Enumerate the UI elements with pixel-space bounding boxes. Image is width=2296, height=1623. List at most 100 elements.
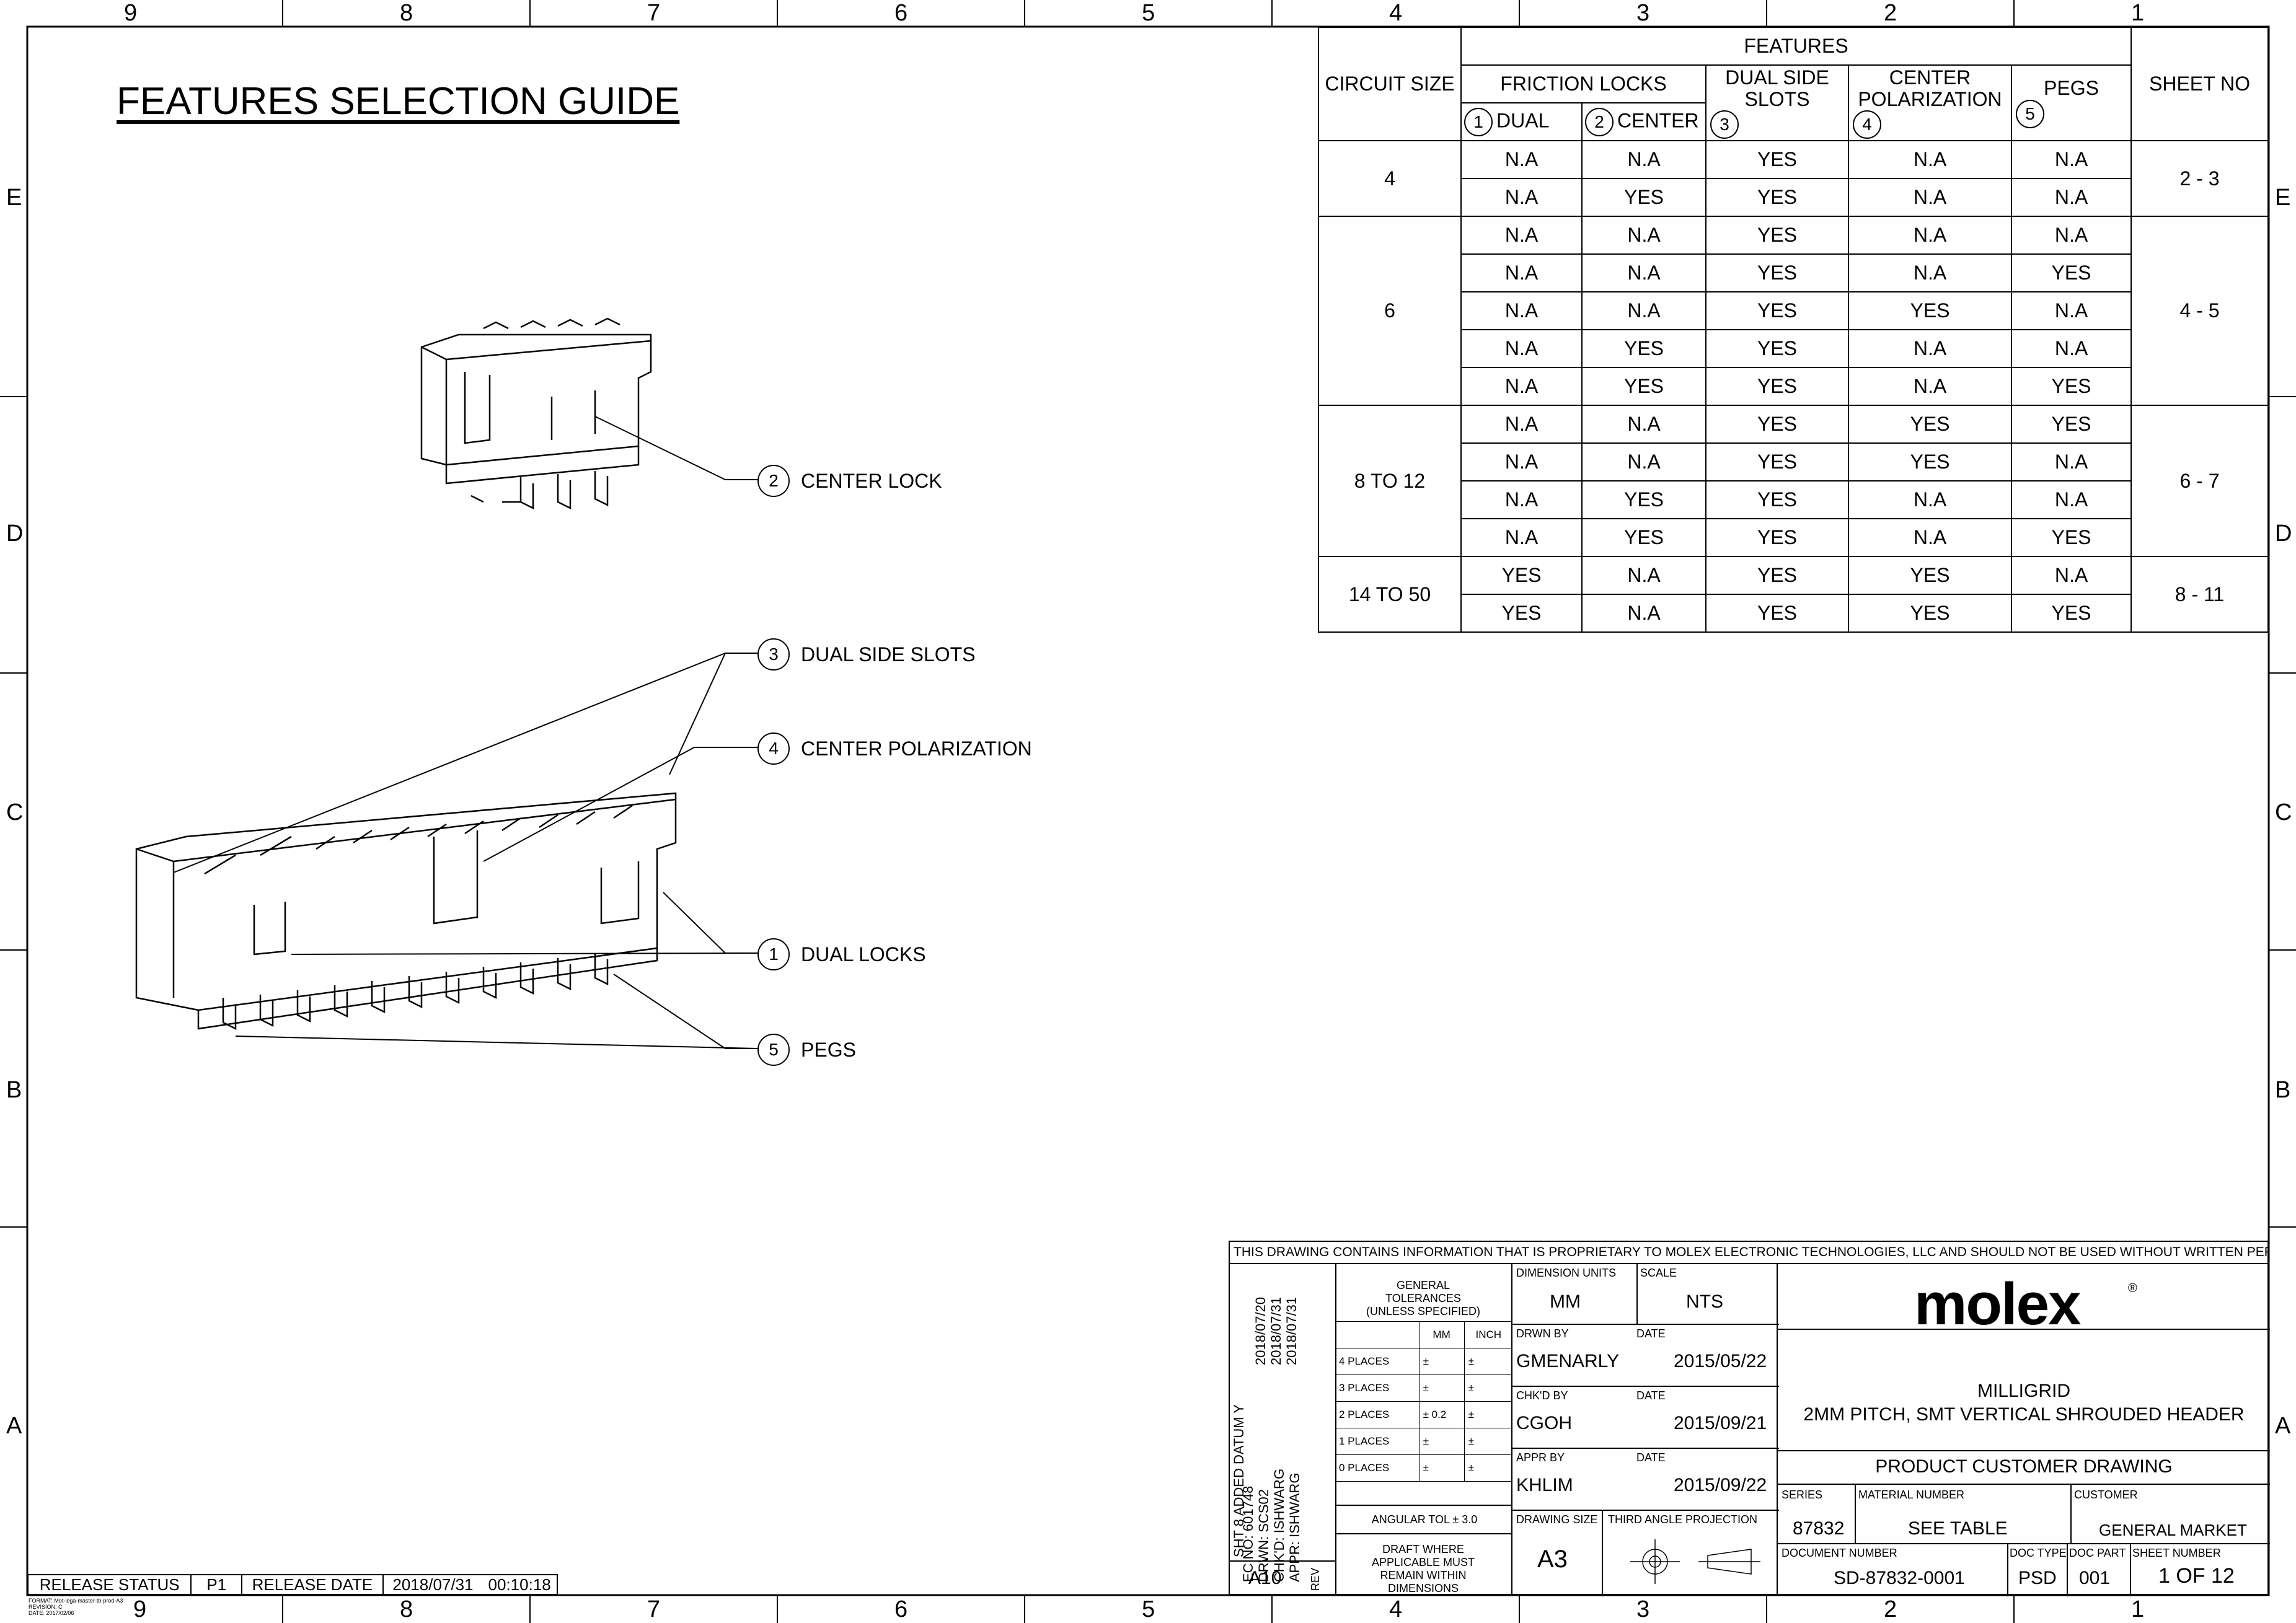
- feature-cell: YES: [1705, 405, 1849, 444]
- feature-cell: YES: [1705, 518, 1849, 557]
- sheet-no-cell: 8 - 11: [2130, 556, 2269, 633]
- header-sheet-no: SHEET NO: [2130, 27, 2269, 141]
- header-circuit-size: CIRCUIT SIZE: [1318, 27, 1462, 141]
- callout-label: DUAL LOCKS: [801, 943, 926, 965]
- feature-cell: YES: [1581, 178, 1707, 217]
- callout-dual-side-slots: 3 DUAL SIDE SLOTS: [757, 638, 976, 671]
- header-label: CENTER: [1617, 108, 1699, 131]
- revision-letter: A10: [1248, 1568, 1282, 1588]
- format-line-3: DATE: 2017/02/06: [29, 1610, 74, 1616]
- dim-units-label: DIMENSION UNITS: [1516, 1267, 1617, 1279]
- features-table: CIRCUIT SIZE FEATURES SHEET NO FRICTION …: [1318, 27, 2269, 633]
- feature-cell: YES: [2011, 594, 2132, 633]
- general-tolerances: GENERAL TOLERANCES (UNLESS SPECIFIED): [1366, 1279, 1481, 1317]
- feature-cell: N.A: [1848, 367, 2012, 406]
- release-status-box: RELEASE STATUS P1 RELEASE DATE 2018/07/3…: [27, 1574, 558, 1595]
- header-label: DUAL: [1496, 108, 1550, 131]
- zone-col-4: 4: [1389, 0, 1403, 26]
- sheet-no-cell: 4 - 5: [2130, 216, 2269, 406]
- tolerance-row: 0 PLACES±±: [1335, 1454, 1512, 1482]
- proprietary-notice: THIS DRAWING CONTAINS INFORMATION THAT I…: [1229, 1241, 2269, 1264]
- feature-cell: YES: [1705, 140, 1849, 179]
- doctype-label: DOC TYPE: [2010, 1547, 2067, 1559]
- release-status-value: P1: [192, 1575, 243, 1594]
- feature-cell: YES: [1705, 480, 1849, 519]
- series-value: 87832: [1793, 1518, 1845, 1539]
- series-label: SERIES: [1782, 1489, 1823, 1501]
- circuit-size-cell: 14 TO 50: [1318, 556, 1462, 633]
- release-time-value: 00:10:18: [488, 1575, 551, 1594]
- zone-col-9: 9: [124, 0, 138, 26]
- feature-cell: YES: [1705, 594, 1849, 633]
- feature-cell: YES: [2011, 405, 2132, 444]
- chkd-date-label: DATE: [1636, 1389, 1666, 1402]
- feature-cell: YES: [1848, 442, 2012, 482]
- feature-cell: N.A: [2011, 178, 2132, 217]
- drwn-date-label: DATE: [1636, 1327, 1666, 1340]
- feature-cell: N.A: [2011, 291, 2132, 330]
- callout-dual-locks: 1 DUAL LOCKS: [757, 938, 926, 970]
- feature-cell: YES: [1581, 480, 1707, 519]
- tolerance-mm: ±: [1418, 1374, 1465, 1402]
- revision-text-group: SHT 8 ADDED DATUM Y EC NO: 601748 DRWN: …: [1230, 1264, 1335, 1582]
- docpart-label: DOC PART: [2069, 1547, 2126, 1559]
- zone-row-D: D: [6, 521, 24, 547]
- feature-cell: N.A: [1848, 178, 2012, 217]
- feature-cell: N.A: [1848, 518, 2012, 557]
- tolerance-label: 0 PLACES: [1335, 1454, 1420, 1482]
- registered-mark: ®: [2128, 1282, 2137, 1295]
- feature-cell: N.A: [1460, 480, 1583, 519]
- zone-col-8: 8: [400, 0, 413, 26]
- feature-cell: YES: [1848, 405, 2012, 444]
- feature-cell: N.A: [2011, 329, 2132, 368]
- revision-date-2: 2018/07/31: [1268, 1296, 1284, 1365]
- tolerance-inch: ±: [1464, 1401, 1512, 1428]
- callout-center-polarization: 4 CENTER POLARIZATION: [757, 732, 1032, 765]
- doctype-value: PSD: [2018, 1568, 2057, 1588]
- feature-cell: N.A: [2011, 442, 2132, 482]
- circuit-size-cell: 8 TO 12: [1318, 405, 1462, 557]
- header-center-polarization: CENTER POLARIZATION 4: [1848, 64, 2012, 141]
- feature-cell: YES: [1705, 329, 1849, 368]
- zone-col-8-bottom: 8: [400, 1596, 413, 1622]
- zone-row-E: E: [6, 185, 22, 211]
- feature-cell: N.A: [1581, 556, 1707, 595]
- tolerance-inch: ±: [1464, 1348, 1512, 1375]
- feature-cell: YES: [2011, 518, 2132, 557]
- customer-label: CUSTOMER: [2074, 1489, 2138, 1501]
- feature-cell: N.A: [1460, 140, 1583, 179]
- feature-cell: N.A: [1581, 216, 1707, 255]
- header-number: 4: [1853, 110, 1881, 139]
- info-block: DIMENSION UNITS MM SCALE NTS DRWN BY DAT…: [1511, 1263, 1779, 1596]
- feature-cell: N.A: [1460, 329, 1583, 368]
- callout-number: 3: [757, 638, 790, 671]
- zone-col-6-bottom: 6: [894, 1596, 908, 1622]
- tolerance-block: GENERAL TOLERANCES (UNLESS SPECIFIED) MM…: [1335, 1263, 1512, 1595]
- tolerance-inch: ±: [1464, 1374, 1512, 1402]
- feature-cell: YES: [1705, 442, 1849, 482]
- product-line-1: MILLIGRID: [1977, 1381, 2071, 1401]
- feature-cell: N.A: [1460, 405, 1583, 444]
- zone-col-3-bottom: 3: [1636, 1596, 1650, 1622]
- drawing-type: PRODUCT CUSTOMER DRAWING: [1875, 1456, 2173, 1477]
- feature-cell: YES: [1705, 253, 1849, 292]
- drawing-size-label: DRAWING SIZE: [1516, 1513, 1598, 1526]
- feature-cell: N.A: [1460, 291, 1583, 330]
- appr-date-label: DATE: [1636, 1451, 1666, 1464]
- feature-cell: YES: [1705, 216, 1849, 255]
- zone-row-A-right: A: [2275, 1413, 2291, 1439]
- zone-col-5: 5: [1142, 0, 1155, 26]
- feature-cell: YES: [1581, 329, 1707, 368]
- third-angle-projection-icon: [1630, 1539, 1760, 1584]
- feature-cell: YES: [1848, 291, 2012, 330]
- scale-label: SCALE: [1640, 1267, 1677, 1279]
